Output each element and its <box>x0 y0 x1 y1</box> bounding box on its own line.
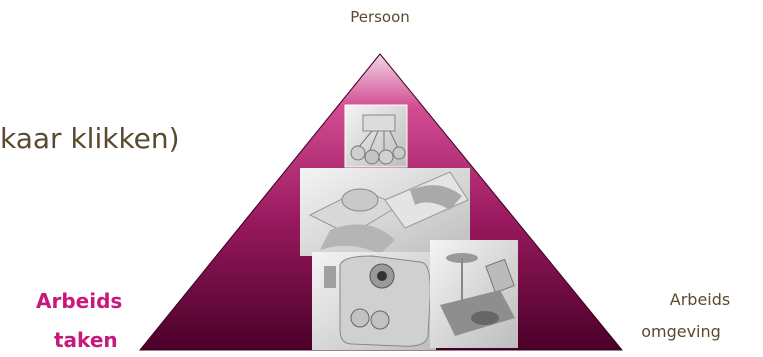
title-fragment: kaar klikken) <box>0 122 180 155</box>
workstation-photo <box>430 240 518 348</box>
label-arbeids-taken-line1: Arbeids <box>36 289 123 313</box>
label-arbeids-taken-line2: taken <box>54 328 118 352</box>
label-arbeids-omgeving-line1: Arbeids <box>669 290 731 309</box>
switch-device-photo <box>344 104 408 168</box>
trackball-photo <box>312 252 436 350</box>
label-persoon: Persoon <box>350 8 410 26</box>
label-arbeids-omgeving-line2: omgeving <box>641 322 721 341</box>
